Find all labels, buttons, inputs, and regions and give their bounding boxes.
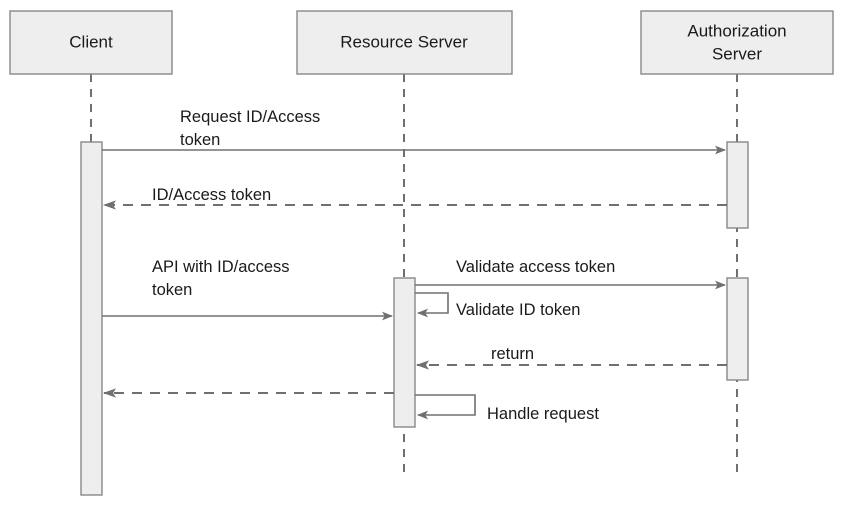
messages-group [102,145,727,420]
participant-client[interactable]: Client [9,10,173,75]
activation-bar-authorization-server-1 [726,141,749,229]
message-label-request-id-access-token-line1: Request ID/Access [180,108,320,126]
message-label-id-access-token: ID/Access token [152,186,271,204]
participant-box-resource-server[interactable] [296,10,513,75]
participant-box-authorization-server[interactable] [640,10,834,75]
message-label-validate-access-token: Validate access token [456,258,615,276]
message-label-api-with-id-access-token-line2: token [152,281,192,299]
message-label-return-auth-to-resource: return [491,345,534,363]
participant-label-resource-server: Resource Server [340,32,468,51]
participant-boxes-group: Client Resource Server Authorization Ser… [9,10,834,75]
message-label-validate-id-token: Validate ID token [456,301,580,319]
participant-box-client[interactable] [9,10,173,75]
participant-label-authorization-server-line2: Server [712,44,762,63]
message-label-handle-request: Handle request [487,405,599,423]
activation-bar-authorization-server-2 [726,277,749,381]
activation-bars-group [80,141,749,496]
participant-label-client: Client [69,32,113,51]
message-label-api-with-id-access-token-line1: API with ID/access [152,258,290,276]
message-labels-group: Request ID/Access token ID/Access token … [152,108,615,423]
arrow-handle-request-self-loop [415,394,476,420]
activation-bar-resource-server [393,277,416,428]
activation-bar-client [80,141,103,496]
participant-resource-server[interactable]: Resource Server [296,10,513,75]
participant-label-authorization-server-line1: Authorization [687,21,786,40]
arrow-validate-id-token-self-loop [415,292,449,318]
message-label-request-id-access-token-line2: token [180,131,220,149]
participant-authorization-server[interactable]: Authorization Server [640,10,834,75]
